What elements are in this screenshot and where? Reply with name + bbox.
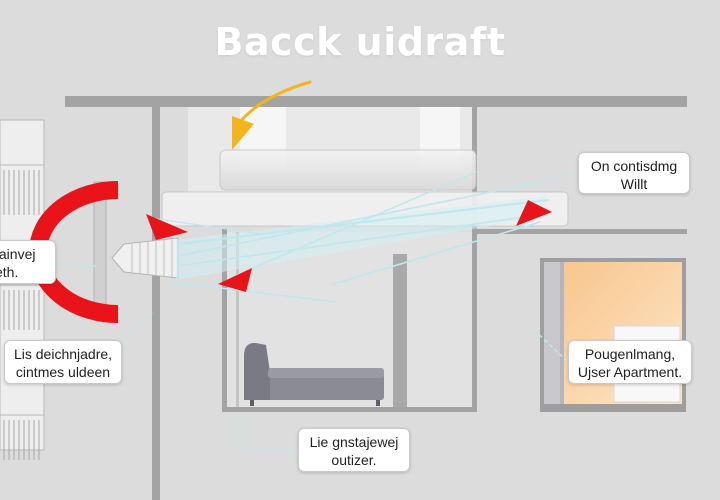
callout-line: Pougenlmang, bbox=[584, 346, 676, 362]
callout-line: Lis deichnjadre, bbox=[13, 346, 113, 362]
callout-leader-lines bbox=[57, 171, 579, 451]
callout-line: Willt bbox=[620, 176, 648, 192]
yellow-airflow-arrow bbox=[232, 80, 312, 150]
airflow-streams bbox=[149, 171, 549, 303]
neighbor-apartment bbox=[540, 258, 686, 412]
red-arrow-head-mid bbox=[218, 268, 252, 292]
vent-grille bbox=[111, 237, 179, 279]
red-arrow-head-left bbox=[146, 214, 188, 240]
callout-top-right: On contisdmg Willt bbox=[578, 152, 690, 194]
callout-line: tainvej bbox=[0, 246, 36, 262]
callout-line: eth. bbox=[0, 264, 19, 280]
diagram-title: Bacck uidraft bbox=[214, 20, 506, 64]
callout-right-apartment: Pougenlmang, Ujser Apartment. bbox=[568, 340, 692, 384]
callout-line: outizer. bbox=[331, 452, 377, 468]
building-walls bbox=[65, 96, 687, 500]
callout-line: Ujser Apartment. bbox=[577, 364, 683, 380]
callout-line: Lie gnstajewej bbox=[309, 434, 399, 450]
callout-line: On contisdmg bbox=[590, 158, 678, 174]
red-arrow-head-right bbox=[516, 200, 552, 226]
callout-left-lower: Lis deichnjadre, cintmes uldeen bbox=[4, 340, 122, 384]
callout-line: cintmes uldeen bbox=[15, 364, 111, 380]
radiator-stack-left bbox=[0, 119, 45, 460]
callout-left-mid: tainvej eth. bbox=[0, 240, 56, 284]
sofa bbox=[244, 342, 384, 406]
callout-bottom-center: Lie gnstajewej outizer. bbox=[298, 428, 410, 472]
